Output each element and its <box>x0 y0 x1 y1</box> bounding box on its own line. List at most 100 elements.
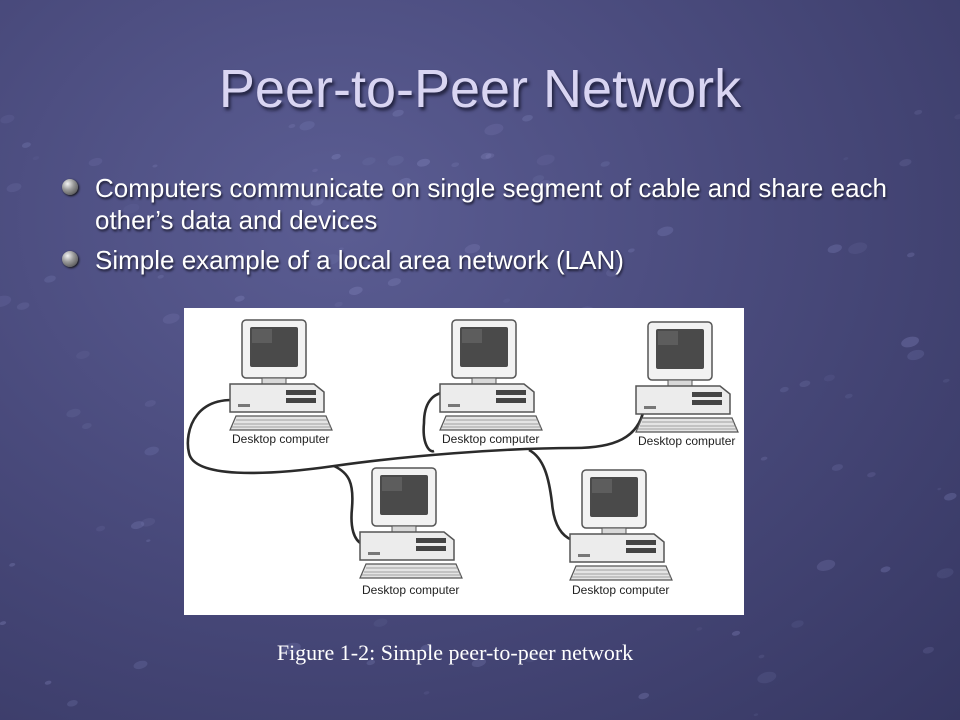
background-dot <box>76 350 90 359</box>
background-dot <box>282 642 301 655</box>
background-dot <box>398 177 411 186</box>
background-dot <box>606 267 622 277</box>
background-dot <box>312 168 318 173</box>
background-dot <box>6 183 22 193</box>
background-dot <box>731 630 741 636</box>
bullet-item: Computers communicate on single segment … <box>60 172 920 236</box>
background-dot <box>88 157 103 167</box>
background-dot <box>0 114 15 124</box>
bullet-list: Computers communicate on single segment … <box>60 172 920 284</box>
background-dot <box>32 156 40 161</box>
background-dot <box>484 123 504 136</box>
background-dot <box>373 618 388 627</box>
background-dot <box>525 655 537 663</box>
background-dot <box>366 659 376 666</box>
network-diagram-svg: Desktop computer Desktop computer Deskto… <box>186 319 739 597</box>
background-dot <box>503 298 511 303</box>
background-dot <box>936 568 954 579</box>
background-dot <box>944 492 957 501</box>
desktop-computer-icon <box>359 467 463 579</box>
background-dot <box>123 203 140 214</box>
background-dot <box>880 566 891 573</box>
background-dot <box>234 295 245 302</box>
background-dot <box>135 196 141 200</box>
computer-label: Desktop computer <box>362 583 459 597</box>
bullet-item: Simple example of a local area network (… <box>60 244 920 276</box>
background-dot <box>779 386 789 393</box>
background-dot <box>144 400 156 407</box>
background-dot <box>66 408 81 418</box>
background-dot <box>538 180 551 188</box>
sphere-bullet-icon <box>62 251 78 267</box>
desktop-computer-icon <box>569 469 673 581</box>
background-dot <box>557 186 567 192</box>
background-dot <box>321 254 340 266</box>
background-dot <box>791 620 804 628</box>
background-dot <box>954 114 960 120</box>
background-dot <box>288 124 296 129</box>
background-dot <box>657 226 674 237</box>
background-dot <box>362 157 376 166</box>
figure-caption: Figure 1-2: Simple peer-to-peer network <box>276 640 634 665</box>
slide-title: Peer-to-Peer Network <box>218 59 742 119</box>
bullet-text: Simple example of a local area network (… <box>95 245 624 275</box>
background-dot <box>464 244 481 254</box>
background-dot <box>831 464 843 471</box>
background-dot <box>522 114 533 122</box>
background-dot <box>906 252 915 258</box>
background-dot <box>816 559 836 571</box>
network-cable-branch <box>528 448 573 542</box>
background-dot <box>696 627 703 631</box>
background-dot <box>9 562 16 567</box>
background-dot <box>867 472 876 478</box>
sphere-bullet-icon <box>62 179 78 195</box>
background-dot <box>96 525 106 532</box>
background-dot <box>416 158 431 167</box>
computer-label: Desktop computer <box>232 432 329 446</box>
background-dot <box>532 175 545 183</box>
background-dot <box>844 393 853 399</box>
background-dot <box>420 644 433 652</box>
background-dot <box>0 621 7 626</box>
background-dot <box>757 671 777 684</box>
background-dot <box>44 680 52 685</box>
background-dot <box>235 253 246 260</box>
background-dot <box>387 155 404 166</box>
background-dot <box>162 313 180 324</box>
background-dot <box>152 164 158 168</box>
background-dot <box>922 646 934 654</box>
desktop-computer-icon <box>439 319 543 431</box>
bullet-text: Computers communicate on single segment … <box>95 173 887 235</box>
network-diagram: Desktop computer Desktop computer Deskto… <box>184 308 744 615</box>
background-dot <box>133 660 148 670</box>
background-dot <box>600 161 610 167</box>
background-dot <box>67 700 78 707</box>
background-dot <box>144 446 159 456</box>
background-dot <box>899 159 912 167</box>
background-dot <box>907 349 925 361</box>
background-dot <box>914 109 923 115</box>
background-dot <box>485 153 495 159</box>
background-dot <box>843 157 849 161</box>
background-dot <box>536 154 555 166</box>
background-dot <box>758 654 765 659</box>
background-dot <box>392 109 404 117</box>
background-dot <box>334 301 343 307</box>
background-dot <box>471 658 487 668</box>
background-dot <box>146 539 151 542</box>
background-dot <box>827 244 842 254</box>
background-dot <box>480 152 492 160</box>
background-dot <box>140 517 156 527</box>
background-dot <box>901 336 919 348</box>
background-dot <box>310 198 324 206</box>
desktop-computer-icon <box>229 319 333 431</box>
background-dot <box>760 456 768 461</box>
network-cable-branch <box>333 464 363 546</box>
background-dot <box>157 274 164 279</box>
computer-label: Desktop computer <box>638 434 735 448</box>
background-dot <box>16 302 30 310</box>
background-dot <box>81 423 92 429</box>
background-dot <box>0 295 12 307</box>
background-dot <box>753 713 759 717</box>
computer-label: Desktop computer <box>442 432 539 446</box>
